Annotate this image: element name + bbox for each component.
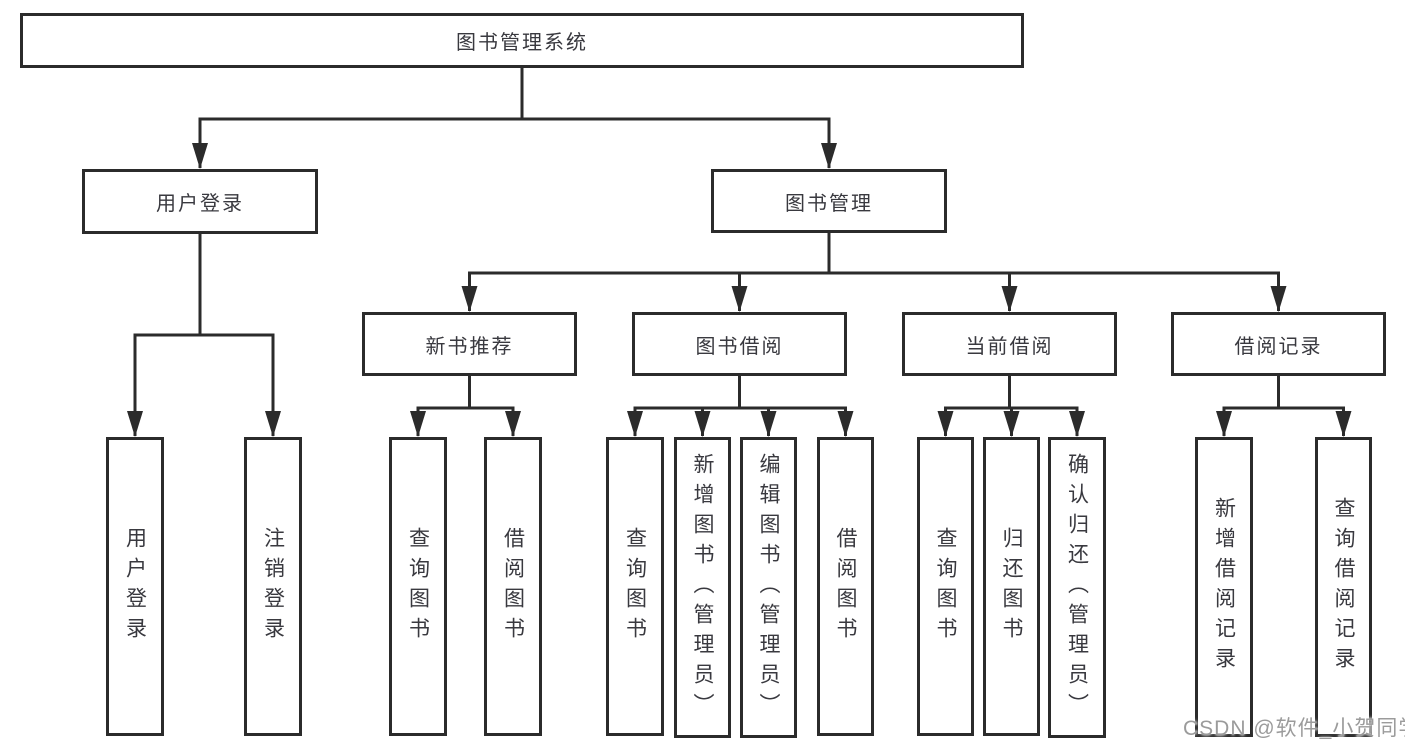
node-label: 借阅图书 xyxy=(834,526,857,647)
node-book-borrow: 图书借阅 xyxy=(632,312,847,376)
node-leaf-query-book-1: 查询图书 xyxy=(389,437,447,736)
node-label: 新增图书（管理员） xyxy=(691,452,714,723)
node-label: 借阅图书 xyxy=(501,526,525,647)
node-leaf-user-login: 用户登录 xyxy=(106,437,164,736)
node-label: 借阅记录 xyxy=(1234,335,1323,358)
node-leaf-add-borrow-record: 新增借阅记录 xyxy=(1195,437,1253,737)
node-leaf-query-book-2: 查询图书 xyxy=(606,437,664,736)
node-label: 新增借阅记录 xyxy=(1212,497,1236,677)
node-leaf-query-borrow-record: 查询借阅记录 xyxy=(1315,437,1372,737)
node-label: 当前借阅 xyxy=(965,335,1054,358)
node-label: 查询图书 xyxy=(934,526,957,647)
node-label: 确认归还（管理员） xyxy=(1065,452,1089,723)
node-leaf-query-book-3: 查询图书 xyxy=(917,437,974,736)
node-label: 查询借阅记录 xyxy=(1332,497,1355,677)
node-label: 图书管理系统 xyxy=(456,32,588,54)
node-book-mgmt: 图书管理 xyxy=(711,169,947,233)
node-borrow-records: 借阅记录 xyxy=(1171,312,1386,376)
node-label: 编辑图书（管理员） xyxy=(757,452,780,723)
node-leaf-return-book: 归还图书 xyxy=(983,437,1040,736)
node-leaf-add-book: 新增图书（管理员） xyxy=(674,437,731,738)
node-label: 用户登录 xyxy=(123,526,147,647)
node-label: 查询图书 xyxy=(623,526,647,647)
node-leaf-logout: 注销登录 xyxy=(244,437,302,736)
node-leaf-borrow-book-2: 借阅图书 xyxy=(817,437,874,736)
node-label: 用户登录 xyxy=(156,193,244,215)
node-root: 图书管理系统 xyxy=(20,13,1024,68)
node-label: 新书推荐 xyxy=(425,335,514,358)
node-label: 图书借阅 xyxy=(695,335,784,358)
node-leaf-edit-book: 编辑图书（管理员） xyxy=(740,437,797,738)
node-label: 注销登录 xyxy=(261,526,285,647)
node-label: 查询图书 xyxy=(406,526,430,647)
node-label: 归还图书 xyxy=(1000,526,1023,647)
node-leaf-confirm-return: 确认归还（管理员） xyxy=(1048,437,1106,738)
node-label: 图书管理 xyxy=(785,192,873,215)
node-user-login: 用户登录 xyxy=(82,169,318,234)
watermark-text: CSDN @软件_小贺同学 xyxy=(1183,717,1405,740)
node-current-borrow: 当前借阅 xyxy=(902,312,1117,376)
node-leaf-borrow-book-1: 借阅图书 xyxy=(484,437,542,736)
node-new-book-rec: 新书推荐 xyxy=(362,312,577,376)
